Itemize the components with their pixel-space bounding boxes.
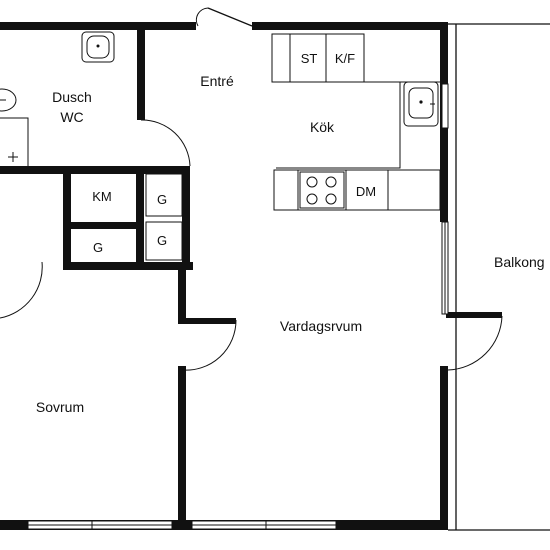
wall-divider-upper: [178, 262, 186, 324]
wall-left-stub: [0, 166, 8, 174]
wall-bath-right: [137, 26, 145, 120]
toilet-icon: [0, 88, 17, 112]
label-g3: G: [157, 233, 167, 248]
wall-top-right: [252, 22, 448, 30]
labels: Dusch WC Entré Kök ST K/F DM KM G G G Ba…: [36, 51, 545, 415]
doors: [0, 7, 503, 371]
label-dusch: Dusch: [52, 89, 92, 105]
wall-right-lower: [440, 366, 448, 530]
label-kok: Kök: [310, 119, 335, 135]
balcony: [448, 23, 550, 531]
living-room-door: [181, 319, 237, 371]
closet-outlines: [145, 173, 183, 261]
wall-closet-right: [182, 170, 190, 270]
shower-area: [0, 117, 29, 170]
wall-closet-bottom: [63, 262, 193, 270]
wall-divider-lower: [178, 366, 186, 526]
label-wc: WC: [60, 109, 83, 125]
wall-balcony-stub: [446, 312, 502, 318]
wall-top-left: [0, 22, 196, 30]
counter: [276, 81, 401, 169]
closet-g1: [145, 173, 183, 217]
wall-closet-center: [136, 170, 144, 270]
label-entre: Entré: [200, 73, 234, 89]
bathroom-sink-icon: [81, 31, 115, 63]
window-kitchen: [441, 83, 449, 129]
closet-g3: [145, 221, 183, 261]
label-g2: G: [93, 240, 103, 255]
entrance-door: [207, 7, 253, 27]
kitchen-fixtures: [271, 33, 441, 211]
label-sovrum: Sovrum: [36, 399, 84, 415]
lower-counter: [273, 169, 441, 211]
wall-closet-mid: [63, 222, 143, 229]
kitchen-sink-icon: [403, 81, 439, 127]
label-dm: DM: [356, 184, 376, 199]
label-balkong: Balkong: [494, 254, 545, 270]
bathroom-door: [140, 119, 191, 167]
bathroom-fixtures: [0, 31, 115, 170]
label-st: ST: [301, 51, 318, 66]
bedroom-door: [0, 261, 43, 319]
label-kf: K/F: [335, 51, 355, 66]
wall-closet-left: [63, 170, 71, 270]
label-vardagsrum: Vardagsrvum: [280, 318, 362, 334]
floor-drain-icon: [8, 152, 18, 162]
stove-icon: [299, 171, 345, 209]
wall-bath-bottom: [0, 166, 190, 174]
windows: [27, 83, 449, 530]
label-km: KM: [92, 189, 112, 204]
balcony-door: [447, 315, 503, 371]
label-g1: G: [157, 192, 167, 207]
wall-divider-stub: [178, 318, 236, 324]
